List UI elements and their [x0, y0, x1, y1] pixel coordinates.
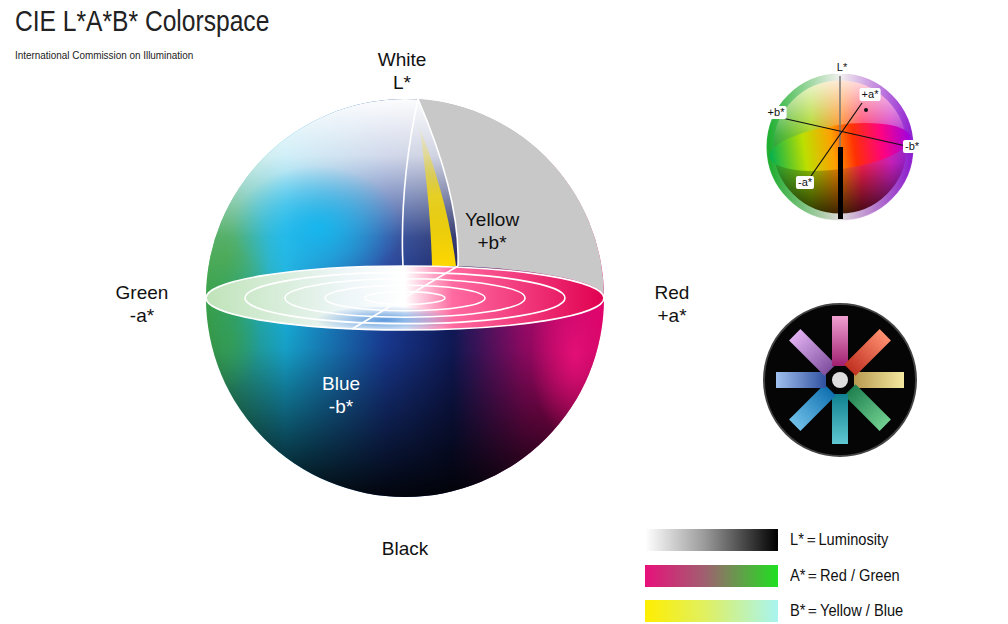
mini-axis-label: +b* [766, 106, 787, 119]
legend-text: A*＝Red / Green [790, 565, 900, 587]
axis-label: +a* [657, 305, 686, 327]
title: CIE L*A*B* Colorspace [15, 4, 269, 39]
subtitle: International Commission on Illumination [15, 49, 193, 62]
axis-label: White [378, 49, 427, 71]
legend-text: B*＝Yellow / Blue [790, 600, 903, 622]
legend-swatch [645, 565, 778, 587]
lab-sphere [180, 95, 620, 503]
axis-label: Red [655, 282, 690, 304]
mini-axis-label: -b* [903, 140, 921, 153]
hue-wheel [764, 304, 916, 456]
small-lab-sphere [765, 72, 915, 222]
axis-label: L* [393, 72, 411, 94]
legend-swatch [645, 600, 778, 622]
axis-label: -b* [329, 396, 353, 418]
mini-axis-label: -a* [796, 176, 814, 189]
plane-rings [206, 99, 604, 330]
axis-label: +b* [477, 232, 506, 254]
legend-text: L*＝Luminosity [790, 529, 888, 551]
axis-label: Blue [322, 373, 360, 395]
mini-axis-label: L* [835, 61, 849, 74]
axis-label: Yellow [465, 209, 519, 231]
legend-swatch [645, 529, 778, 551]
axis-label: Black [382, 538, 428, 560]
axis-label: -a* [130, 305, 154, 327]
mini-axis-label: +a* [860, 88, 881, 101]
axis-label: Green [116, 282, 169, 304]
